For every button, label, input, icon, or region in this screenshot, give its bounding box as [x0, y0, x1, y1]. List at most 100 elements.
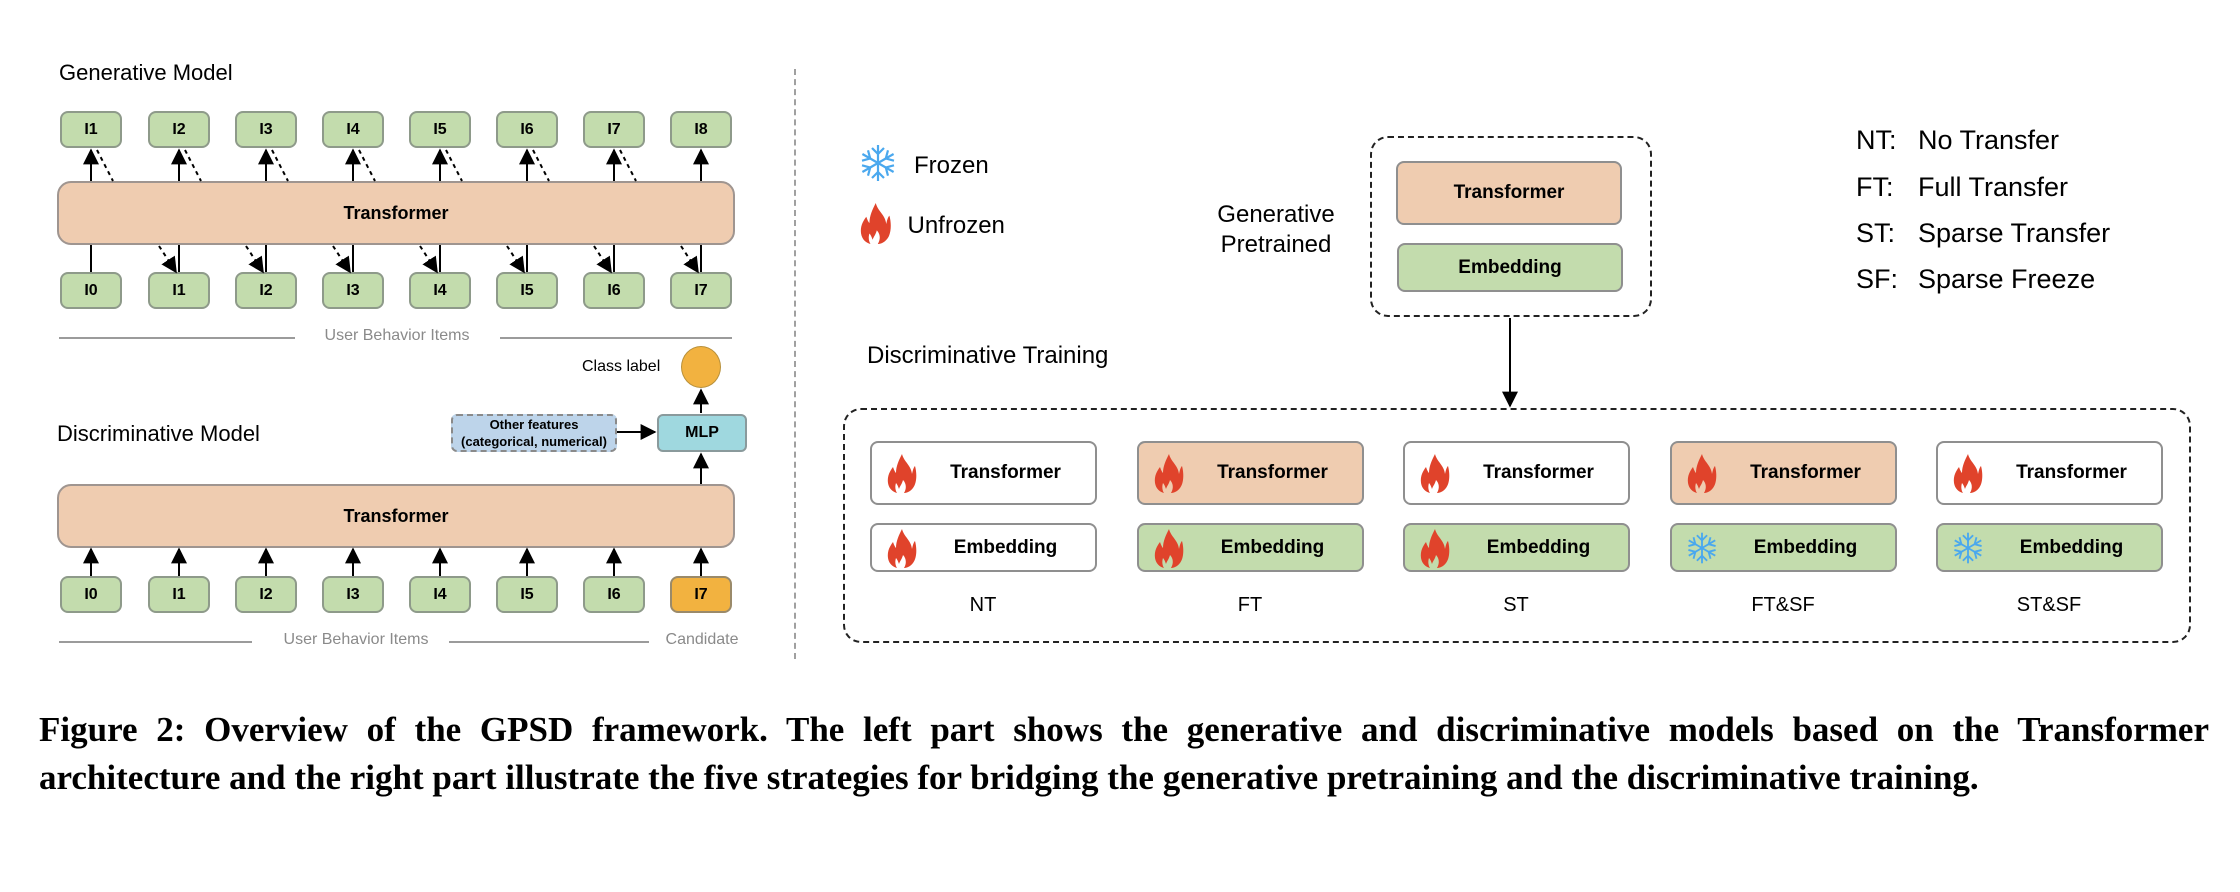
legend-frozen: Frozen	[858, 143, 989, 188]
gen-shift-arrow	[158, 245, 177, 274]
strategy-name: ST&SF	[2016, 594, 2082, 616]
gen-shift-dashed-line	[532, 149, 550, 182]
mlp-label: MLP	[685, 424, 719, 441]
class-label-node	[681, 346, 721, 388]
discriminative-training-title: Discriminative Training	[867, 342, 1109, 369]
item-node: I5	[496, 272, 558, 309]
abbreviation-key: NT:	[1856, 125, 1897, 155]
generative-transformer-label: Transformer	[343, 202, 449, 223]
strategy-embedding-label: Embedding	[1220, 536, 1325, 558]
strategy-embedding-label: Embedding	[1753, 536, 1858, 558]
flame-icon	[1413, 453, 1457, 493]
candidate-item-node: I7	[670, 576, 732, 613]
strategy-transformer-block: Transformer	[870, 441, 1097, 505]
item-node: I1	[60, 111, 122, 148]
generative-model-title: Generative Model	[59, 60, 233, 85]
flame-icon	[1147, 528, 1191, 568]
item-node: I4	[409, 576, 471, 613]
other-features-line1: Other features	[489, 417, 579, 432]
strategy-transformer-block: Transformer	[1936, 441, 2163, 505]
abbreviation-item: SF: Sparse Freeze	[1856, 264, 2095, 295]
generative-pretrained-line1: Generative	[1217, 201, 1335, 228]
other-features-line2: (categorical, numerical)	[461, 434, 607, 449]
gen-shift-dashed-line	[271, 149, 289, 182]
snowflake-icon	[858, 143, 898, 188]
disc-sequence-line-right	[449, 641, 649, 643]
strategy-embedding-block: Embedding	[1137, 523, 1364, 572]
abbreviation-value: Sparse Freeze	[1918, 264, 2096, 294]
gen-shift-arrow	[332, 245, 351, 274]
gen-shift-arrow	[419, 245, 438, 274]
item-node: I0	[60, 272, 122, 309]
item-node: I6	[496, 111, 558, 148]
item-node: I2	[235, 576, 297, 613]
strategy-embedding-label: Embedding	[1486, 536, 1591, 558]
item-node: I1	[148, 272, 210, 309]
item-node: I7	[583, 111, 645, 148]
discriminative-model-title: Discriminative Model	[57, 421, 260, 446]
item-node: I8	[670, 111, 732, 148]
strategy-embedding-label: Embedding	[2019, 536, 2124, 558]
figure-caption: Figure 2: Overview of the GPSD framework…	[39, 710, 2209, 797]
gen-shift-arrow	[680, 245, 699, 274]
strategy-transformer-block: Transformer	[1403, 441, 1630, 505]
pretrained-transformer: Transformer	[1396, 161, 1622, 225]
disc-sequence-label: User Behavior Items	[283, 631, 429, 648]
other-features-box: Other features (categorical, numerical)	[451, 414, 617, 452]
strategy-name: NT	[969, 594, 997, 616]
legend-unfrozen-label: Unfrozen	[907, 211, 1005, 239]
generative-pretrained-label: Generative Pretrained	[1217, 200, 1334, 260]
class-label-text: Class label	[582, 358, 661, 375]
strategy-embedding-block: Embedding	[1936, 523, 2163, 572]
strategy-transformer-block: Transformer	[1670, 441, 1897, 505]
item-node: I0	[60, 576, 122, 613]
strategy-transformer-block: Transformer	[1137, 441, 1364, 505]
strategy-embedding-block: Embedding	[870, 523, 1097, 572]
item-node: I5	[496, 576, 558, 613]
mlp-box: MLP	[657, 414, 747, 452]
item-node: I1	[148, 576, 210, 613]
strategy-transformer-label: Transformer	[1483, 462, 1594, 483]
abbreviation-value: No Transfer	[1918, 125, 2060, 155]
gen-shift-arrow	[245, 245, 264, 274]
item-node: I5	[409, 111, 471, 148]
pretrained-embedding-label: Embedding	[1458, 256, 1562, 278]
gen-shift-dashed-line	[619, 149, 637, 182]
legend-unfrozen: Unfrozen	[860, 202, 1005, 249]
gen-shift-arrow	[506, 245, 525, 274]
abbreviation-value: Full Transfer	[1918, 172, 2069, 202]
discriminative-transformer-label: Transformer	[343, 505, 449, 526]
item-node: I6	[583, 576, 645, 613]
strategy-transformer-label: Transformer	[1750, 462, 1861, 483]
flame-icon	[1147, 453, 1191, 493]
flame-icon	[1946, 453, 1990, 493]
strategy-name: FT	[1237, 594, 1263, 616]
item-node: I3	[235, 111, 297, 148]
item-node: I2	[148, 111, 210, 148]
abbreviation-key: SF:	[1856, 264, 1899, 294]
gen-shift-dashed-line	[96, 149, 114, 182]
item-node: I2	[235, 272, 297, 309]
abbreviation-item: ST: Sparse Transfer	[1856, 218, 2110, 249]
flame-icon	[1413, 528, 1457, 568]
strategy-embedding-label: Embedding	[953, 536, 1058, 558]
generative-pretrained-line2: Pretrained	[1220, 231, 1332, 258]
strategy-embedding-block: Embedding	[1670, 523, 1897, 572]
gen-shift-dashed-line	[184, 149, 202, 182]
disc-sequence-line-left	[59, 641, 252, 643]
abbreviation-key: FT:	[1856, 172, 1894, 202]
abbreviation-value: Sparse Transfer	[1918, 218, 2111, 248]
strategy-transformer-label: Transformer	[950, 462, 1061, 483]
flame-icon	[880, 453, 924, 493]
snowflake-icon	[1946, 531, 1990, 565]
strategy-name: FT&SF	[1751, 594, 1815, 616]
flame-icon	[1680, 453, 1724, 493]
abbreviation-item: NT: No Transfer	[1856, 125, 2059, 156]
item-node: I3	[322, 272, 384, 309]
flame-icon	[860, 202, 892, 249]
gen-sequence-line-left	[59, 337, 295, 339]
abbreviation-key: ST:	[1856, 218, 1896, 248]
strategy-transformer-label: Transformer	[1217, 462, 1328, 483]
pretrained-container	[1370, 136, 1652, 317]
